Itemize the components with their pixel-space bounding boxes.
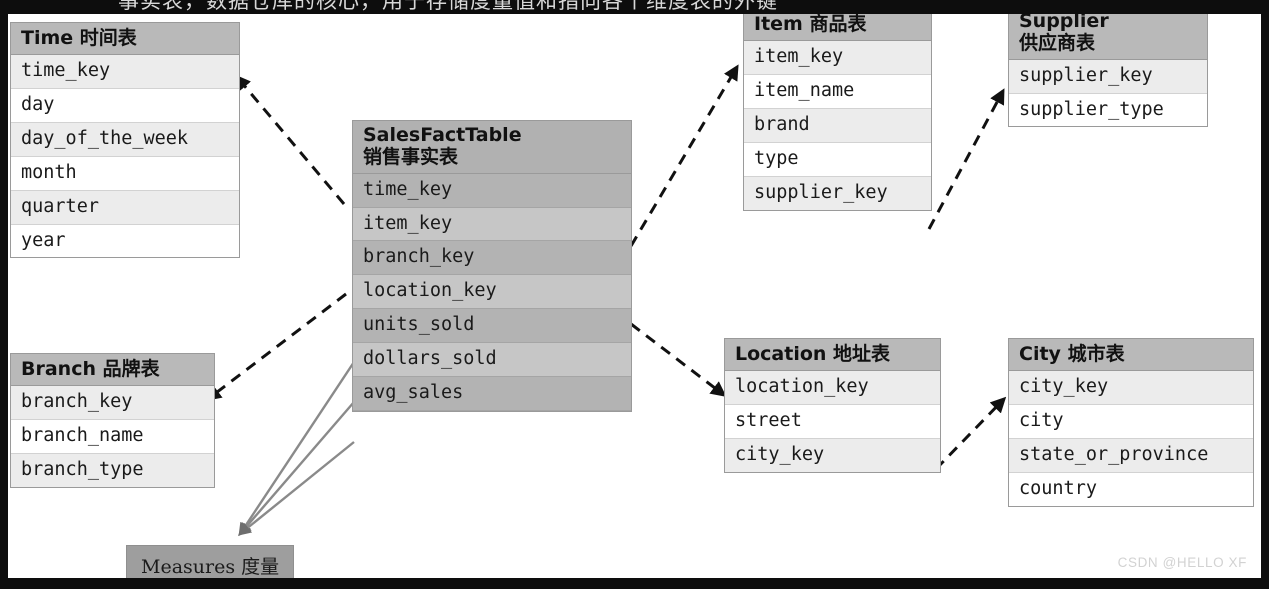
field-branch-branch-name[interactable]: branch_name [11,420,214,455]
table-time-title-en: Time [21,27,74,49]
field-fact-item-key[interactable]: item_key [353,207,631,242]
link-item-to-supplier [927,88,1005,230]
link-fact-to-branch [205,292,347,401]
link-location-to-city [934,396,1007,471]
table-location-title-cn: 地址表 [833,343,891,365]
clipped-top-text-strip: 事实表，数据仓库的核心，用于存储度量值和指向各个维度表的外键 [0,0,1269,14]
link-units-sold-to-measures [238,361,356,537]
link-fact-to-location [630,322,727,397]
table-item-title-en: Item [754,14,803,35]
field-time-quarter[interactable]: quarter [11,190,239,225]
table-time-title-cn: 时间表 [79,27,137,49]
table-location-title-en: Location [735,343,827,365]
table-time-header: Time 时间表 [11,23,239,56]
table-supplier[interactable]: Supplier 供应商表 supplier_key supplier_type [1008,14,1208,128]
table-location-header: Location 地址表 [725,339,940,372]
field-fact-dollars-sold[interactable]: dollars_sold [353,342,631,377]
field-time-time-key[interactable]: time_key [11,55,239,90]
table-supplier-title-en: Supplier [1019,14,1109,32]
field-location-street[interactable]: street [725,405,940,440]
measures-title-en: Measures [141,556,236,578]
table-branch-title-en: Branch [21,358,96,380]
table-supplier-title-cn: 供应商表 [1019,32,1096,55]
table-city-title-en: City [1019,343,1061,365]
table-supplier-header: Supplier 供应商表 [1009,14,1207,60]
table-branch-title-cn: 品牌表 [102,358,160,380]
field-supplier-supplier-key[interactable]: supplier_key [1009,59,1207,94]
table-sales-fact-title-en: SalesFactTable [363,124,522,146]
field-branch-branch-type[interactable]: branch_type [11,454,214,487]
field-item-brand[interactable]: brand [744,109,931,143]
table-branch[interactable]: Branch 品牌表 branch_key branch_name branch… [10,353,215,488]
table-branch-header: Branch 品牌表 [11,354,214,387]
field-city-city[interactable]: city [1009,405,1253,440]
table-item-title-cn: 商品表 [809,14,867,35]
field-fact-location-key[interactable]: location_key [353,275,631,310]
table-city-header: City 城市表 [1009,339,1253,372]
table-location[interactable]: Location 地址表 location_key street city_ke… [724,338,941,473]
field-item-item-key[interactable]: item_key [744,41,931,76]
field-fact-units-sold[interactable]: units_sold [353,309,631,343]
field-time-year[interactable]: year [11,224,239,258]
field-location-city-key[interactable]: city_key [725,439,940,472]
field-fact-time-key[interactable]: time_key [353,173,631,208]
table-sales-fact-header: SalesFactTable 销售事实表 [353,121,631,174]
field-time-day[interactable]: day [11,89,239,124]
field-item-item-name[interactable]: item_name [744,75,931,110]
watermark: CSDN @HELLO XF [1117,555,1247,570]
measures-title-cn: 度量 [241,556,280,578]
clipped-top-text: 事实表，数据仓库的核心，用于存储度量值和指向各个维度表的外键 [118,0,778,13]
field-city-state-or-province[interactable]: state_or_province [1009,439,1253,473]
table-city-title-cn: 城市表 [1067,343,1125,365]
field-branch-branch-key[interactable]: branch_key [11,386,214,421]
measures-box[interactable]: Measures 度量 [126,545,295,578]
field-time-month[interactable]: month [11,156,239,191]
field-supplier-supplier-type[interactable]: supplier_type [1009,93,1207,127]
field-location-location-key[interactable]: location_key [725,371,940,406]
field-fact-branch-key[interactable]: branch_key [353,241,631,276]
relationship-lines [205,64,1007,537]
link-fact-to-time [234,74,346,205]
field-city-country[interactable]: country [1009,472,1253,506]
field-time-day-of-the-week[interactable]: day_of_the_week [11,123,239,157]
table-sales-fact[interactable]: SalesFactTable 销售事实表 time_key item_key b… [352,120,632,412]
link-avg-sales-to-measures [237,441,355,536]
link-dollars-sold-to-measures [238,401,355,536]
diagram-paper: Time 时间表 time_key day day_of_the_week mo… [8,14,1261,578]
table-item-header: Item 商品表 [744,14,931,42]
link-fact-to-item [629,64,739,247]
field-item-supplier-key[interactable]: supplier_key [744,176,931,210]
field-item-type[interactable]: type [744,142,931,177]
table-sales-fact-title-cn: 销售事实表 [363,146,459,169]
field-city-city-key[interactable]: city_key [1009,371,1253,406]
table-time[interactable]: Time 时间表 time_key day day_of_the_week mo… [10,22,240,259]
table-city[interactable]: City 城市表 city_key city state_or_province… [1008,338,1254,507]
table-item[interactable]: Item 商品表 item_key item_name brand type s… [743,14,932,211]
field-fact-avg-sales[interactable]: avg_sales [353,376,631,411]
